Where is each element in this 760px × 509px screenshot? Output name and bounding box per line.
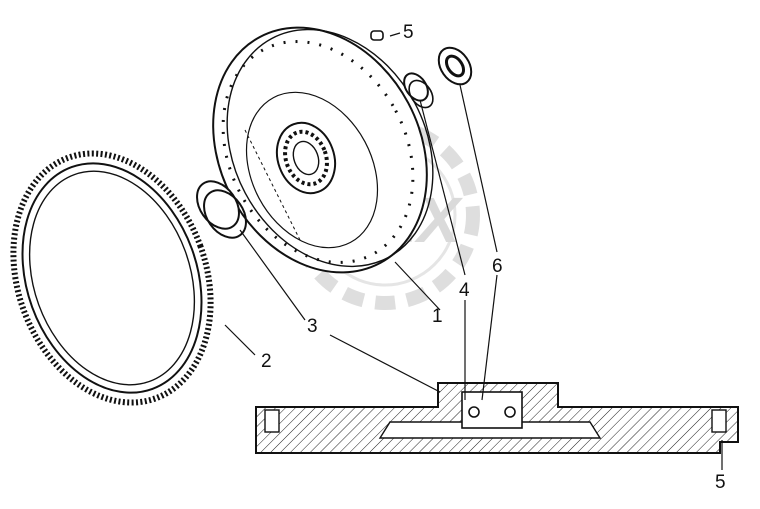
callout-5-top: 5 <box>403 22 414 43</box>
callout-2: 2 <box>261 351 272 372</box>
callout-4: 4 <box>459 280 470 301</box>
flywheel-disc <box>212 26 434 274</box>
seal-ring <box>196 180 247 239</box>
callout-3: 3 <box>307 316 318 337</box>
callout-5-bottom: 5 <box>715 472 726 493</box>
ring-gear <box>10 150 214 406</box>
callout-6: 6 <box>492 256 503 277</box>
callout-labels: 5 2 3 1 4 6 5 <box>261 22 726 493</box>
leader-lines <box>224 32 723 470</box>
callout-1: 1 <box>432 306 443 327</box>
dowel-pin <box>370 30 384 41</box>
flywheel-cross-section <box>255 382 739 454</box>
spacer-ring <box>403 72 434 109</box>
bearing <box>437 46 473 86</box>
